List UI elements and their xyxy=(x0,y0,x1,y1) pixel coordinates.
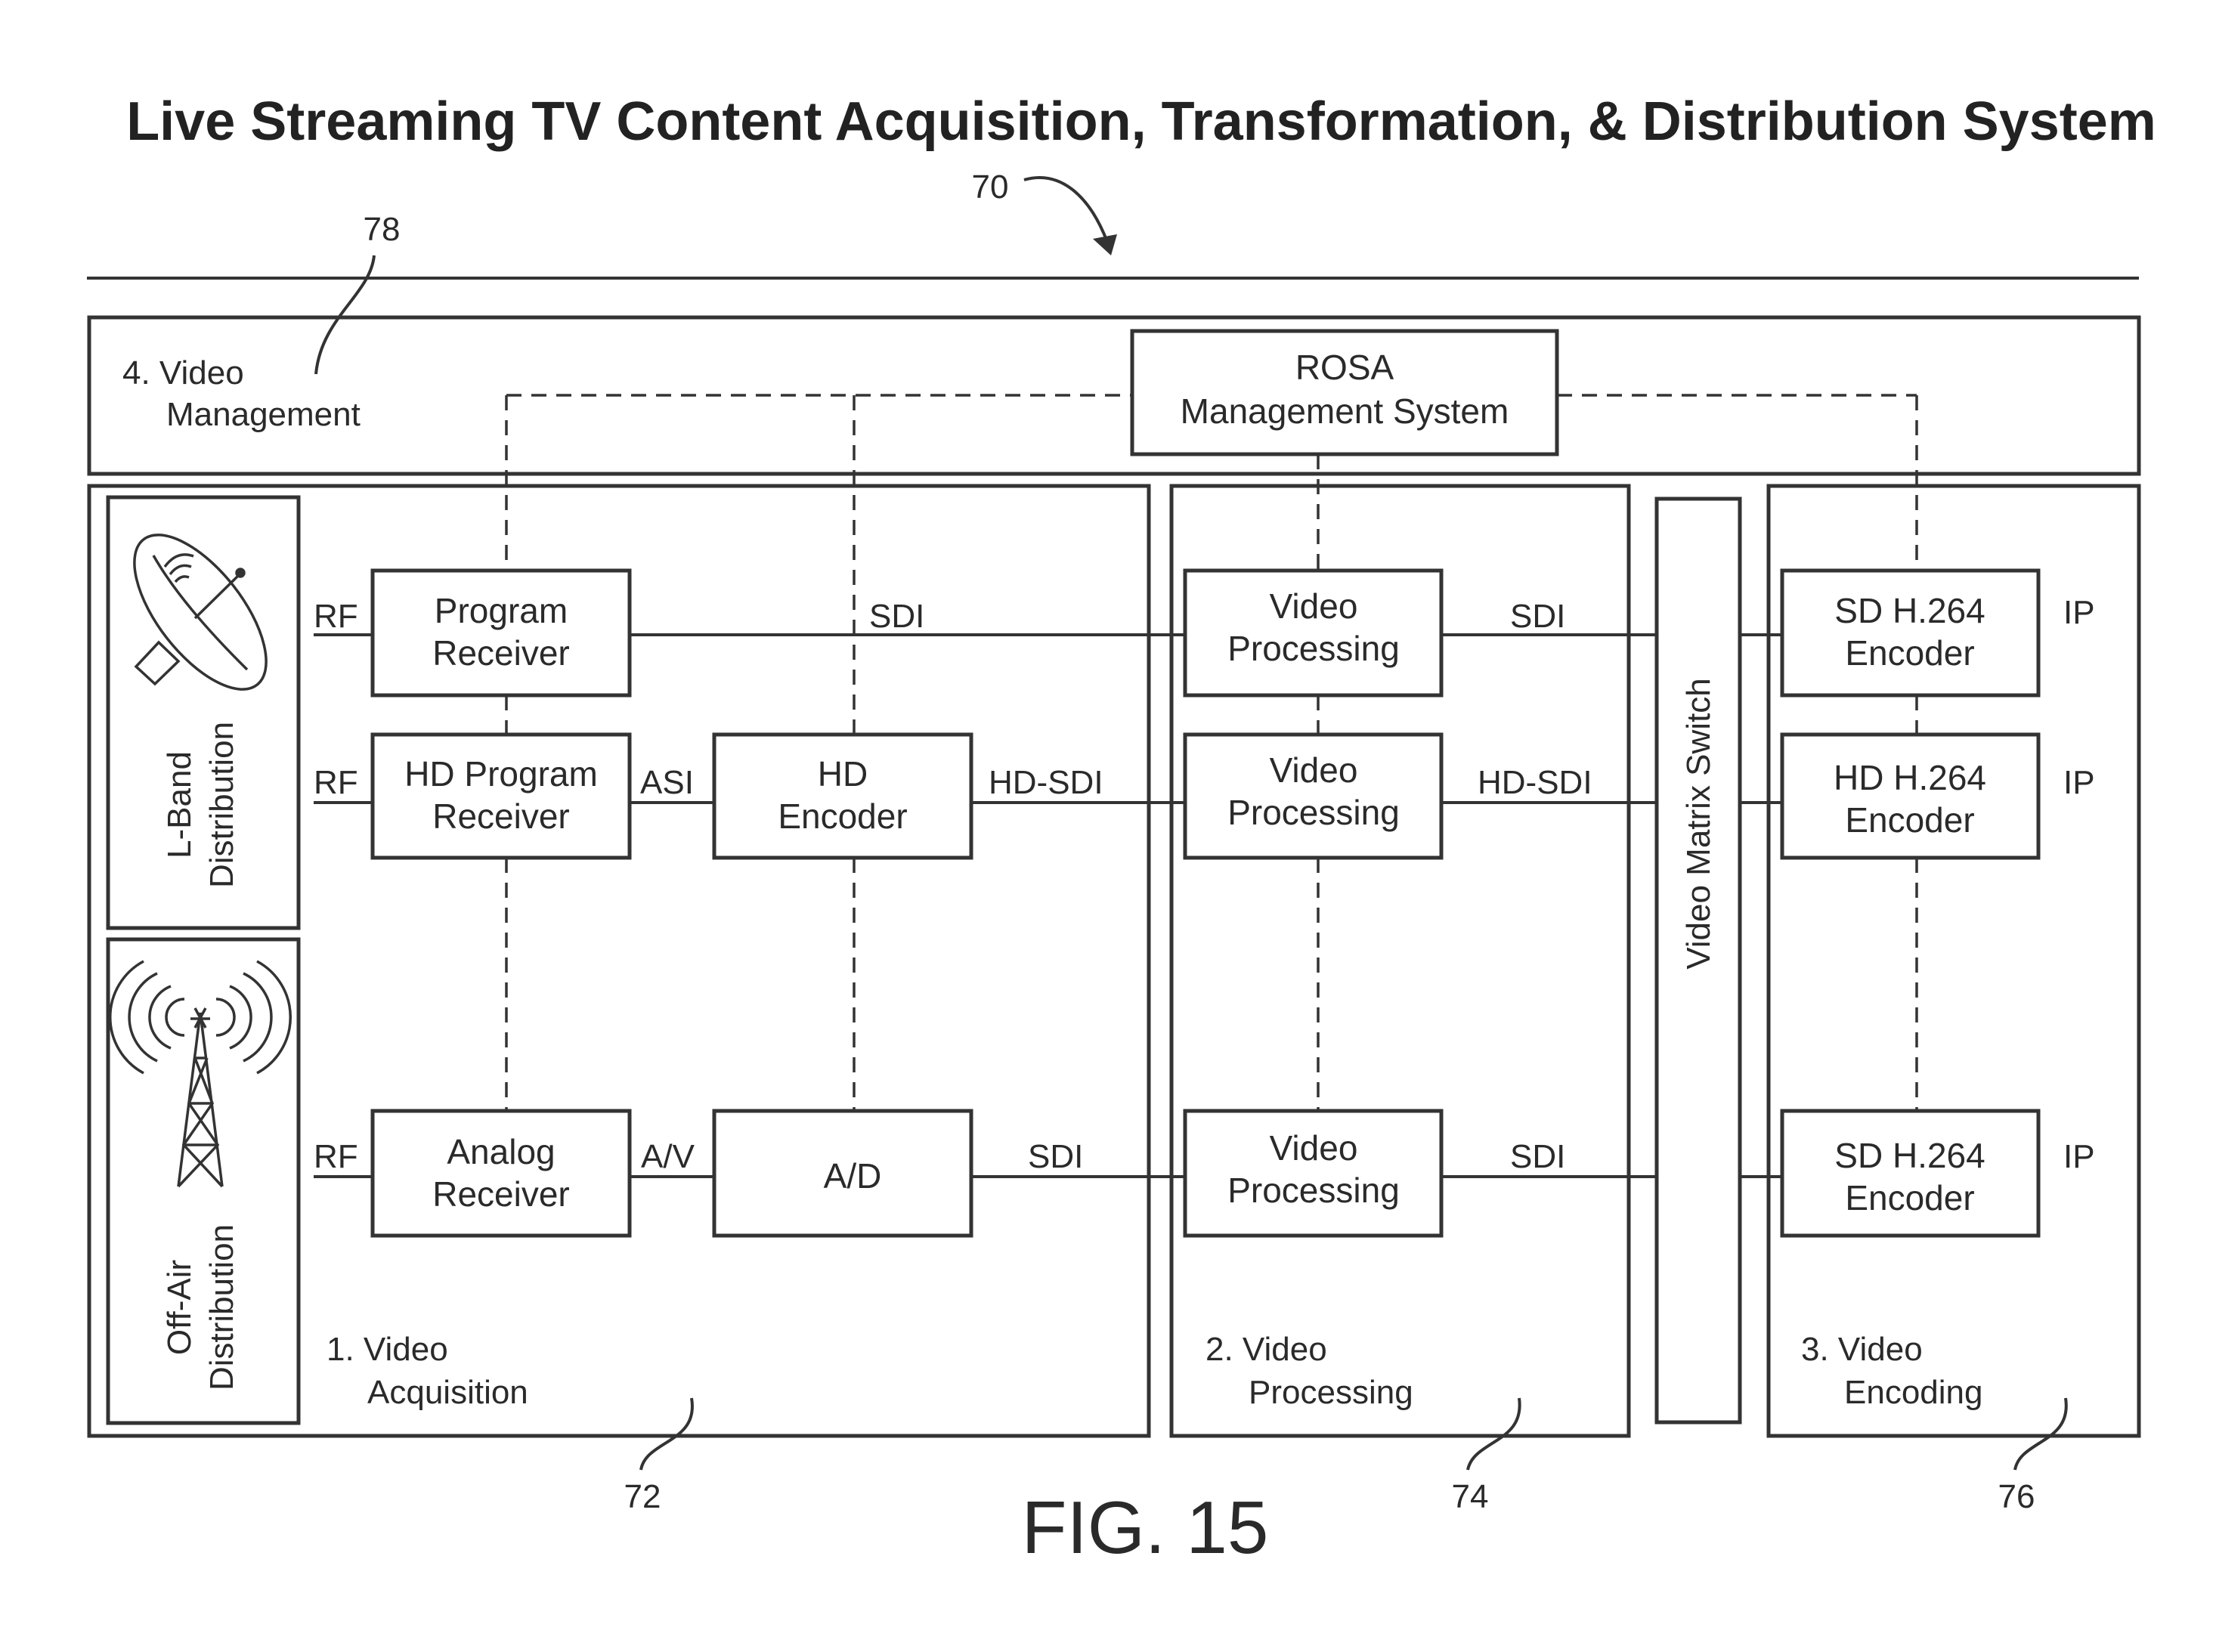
ref-74: 74 xyxy=(1452,1478,1489,1515)
analog-receiver-box xyxy=(373,1111,630,1236)
sd-h264-encoder-2-label-2: Encoder xyxy=(1845,1178,1974,1217)
diagram-title: Live Streaming TV Content Acquisition, T… xyxy=(126,91,2156,152)
sd-h264-encoder-1-label-2: Encoder xyxy=(1845,633,1974,673)
satellite-dish-icon xyxy=(110,513,290,710)
processing-label-1: 2. Video xyxy=(1205,1331,1327,1368)
lband-label-2: Distribution xyxy=(203,722,240,888)
ref-70: 70 xyxy=(972,169,1009,206)
signal-hdsdi-1: HD-SDI xyxy=(989,764,1103,801)
hd-program-receiver-label-2: Receiver xyxy=(432,797,570,836)
hd-h264-encoder-label-2: Encoder xyxy=(1845,800,1974,840)
video-processing-2-label-2: Processing xyxy=(1227,793,1400,832)
video-processing-3-label-1: Video xyxy=(1270,1128,1358,1168)
hd-encoder-label-2: Encoder xyxy=(778,797,907,836)
encoding-label-1: 3. Video xyxy=(1801,1331,1923,1368)
acquisition-label-1: 1. Video xyxy=(327,1331,448,1368)
video-processing-1-label-1: Video xyxy=(1270,586,1358,626)
ref-70-leader xyxy=(1024,178,1107,242)
acquisition-label-2: Acquisition xyxy=(367,1374,528,1411)
signal-av: A/V xyxy=(641,1138,695,1175)
signal-sdi-2: SDI xyxy=(1510,598,1565,635)
video-processing-3-label-2: Processing xyxy=(1227,1171,1400,1210)
signal-asi: ASI xyxy=(640,764,694,801)
ref-72: 72 xyxy=(624,1478,661,1515)
signal-ip-3: IP xyxy=(2063,1138,2095,1175)
hd-encoder-label-1: HD xyxy=(818,754,868,794)
sd-h264-encoder-2-label-1: SD H.264 xyxy=(1834,1136,1985,1175)
rosa-label-1: ROSA xyxy=(1295,348,1394,387)
figure-label: FIG. 15 xyxy=(1022,1486,1269,1569)
rosa-label-2: Management System xyxy=(1181,391,1509,431)
analog-receiver-label-2: Receiver xyxy=(432,1174,570,1214)
signal-hdsdi-2: HD-SDI xyxy=(1478,764,1592,801)
signal-sdi-1: SDI xyxy=(869,598,924,635)
sd-h264-encoder-1-label-1: SD H.264 xyxy=(1834,591,1985,630)
broadcast-tower-icon xyxy=(110,961,291,1186)
signal-sdi-3: SDI xyxy=(1028,1138,1083,1175)
processing-label-2: Processing xyxy=(1249,1374,1413,1411)
signal-rf-3: RF xyxy=(314,1138,358,1175)
ad-converter-label: A/D xyxy=(824,1156,882,1196)
video-processing-2-label-1: Video xyxy=(1270,750,1358,790)
lband-label-1: L-Band xyxy=(161,751,198,858)
signal-sdi-4: SDI xyxy=(1510,1138,1565,1175)
encoding-label-2: Encoding xyxy=(1844,1374,1982,1411)
management-label-2: Management xyxy=(166,396,361,433)
hd-h264-encoder-label-1: HD H.264 xyxy=(1834,758,1986,797)
program-receiver-label-1: Program xyxy=(435,591,568,630)
offair-label-1: Off-Air xyxy=(161,1260,198,1355)
offair-label-2: Distribution xyxy=(203,1224,240,1391)
ref-78: 78 xyxy=(364,211,401,248)
signal-rf-2: RF xyxy=(314,764,358,801)
management-label-1: 4. Video xyxy=(122,354,244,391)
analog-receiver-label-1: Analog xyxy=(447,1132,555,1171)
ref-76: 76 xyxy=(1998,1478,2035,1515)
program-receiver-label-2: Receiver xyxy=(432,633,570,673)
signal-rf-1: RF xyxy=(314,598,358,635)
ref-70-arrowhead xyxy=(1093,234,1117,255)
video-processing-1-label-2: Processing xyxy=(1227,629,1400,668)
ref-78-leader xyxy=(316,255,374,374)
signal-ip-2: IP xyxy=(2063,764,2095,801)
matrix-switch-label: Video Matrix Switch xyxy=(1680,678,1717,970)
hd-program-receiver-label-1: HD Program xyxy=(404,754,598,794)
signal-ip-1: IP xyxy=(2063,594,2095,631)
